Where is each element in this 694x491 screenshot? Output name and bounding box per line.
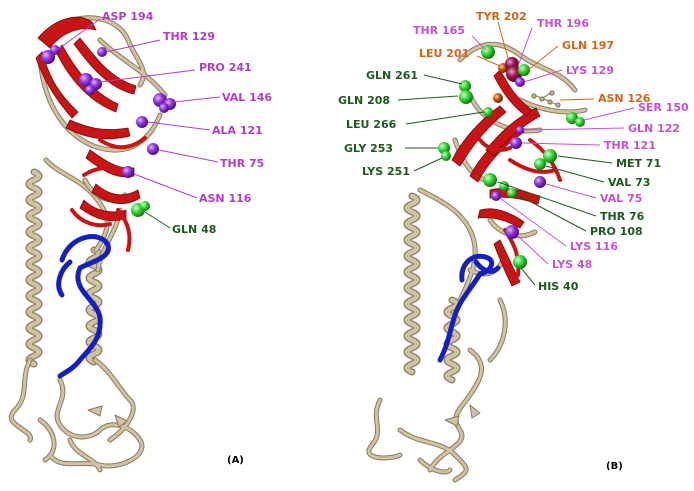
label-asp-194: ASP 194 [102,10,154,23]
sphere-gln-208 [459,90,473,104]
label-thr-76: THR 76 [600,210,645,223]
label-leu-266: LEU 266 [346,118,397,131]
sphere-ser-150 [575,117,585,127]
sphere-asn-116 [122,166,134,178]
sphere-asp-194 [50,45,60,55]
sphere-pro-241 [85,85,95,95]
label-gln-261: GLN 261 [366,69,418,82]
label-val-73: VAL 73 [608,176,650,189]
label-thr-75: THR 75 [220,157,264,170]
panel-a: ASP 194 THR 129 PRO 241 VAL 146 ALA 121 … [11,10,272,470]
panel-b-caption: (B) [606,461,623,472]
label-lys-116: LYS 116 [570,240,618,253]
sphere-gln-48 [140,201,150,211]
label-asn-116: ASN 116 [199,192,252,205]
label-tyr-202: TYR 202 [476,10,527,23]
sphere-lys-129 [515,77,525,87]
panel-a-blue-loop [59,237,109,376]
label-ser-150: SER 150 [638,101,689,114]
sphere-thr-121 [510,137,522,149]
sphere-val-73 [534,158,546,170]
sphere-ala-121 [136,116,148,128]
label-lys-251: LYS 251 [362,165,410,178]
label-gln-48: GLN 48 [172,223,216,236]
sphere-leu-266 [483,107,493,117]
sphere-thr-76 [483,173,497,187]
label-thr-196: THR 196 [537,17,589,30]
label-thr-129: THR 129 [163,30,215,43]
label-gln-197: GLN 197 [562,39,614,52]
label-lys-129: LYS 129 [566,64,614,77]
sphere-thr-75 [147,143,159,155]
sphere-val-146 [159,103,169,113]
label-thr-165: THR 165 [413,24,465,37]
label-gln-122: GLN 122 [628,122,680,135]
label-met-71: MET 71 [616,157,661,170]
sphere-lys-251 [441,151,451,161]
sphere-pro-108 [507,188,517,198]
sphere-gln-122 [516,126,524,134]
label-ala-121: ALA 121 [212,124,263,137]
panel-a-stalk-ribbon [11,160,142,470]
panel-a-caption: (A) [227,455,244,466]
sphere-thr-129 [97,47,107,57]
label-his-40: HIS 40 [538,280,579,293]
sphere-his-40 [513,255,527,269]
label-val-146: VAL 146 [222,91,272,104]
panel-b-stalk-ribbon [369,190,505,480]
sphere-asn-126 [493,93,503,103]
label-leu-201: LEU 201 [419,47,469,60]
label-thr-121: THR 121 [604,139,656,152]
label-val-75: VAL 75 [600,192,642,205]
label-gly-253: GLY 253 [344,142,393,155]
sphere-lys-48 [505,225,519,239]
label-pro-241: PRO 241 [199,61,252,74]
label-lys-48: LYS 48 [552,258,592,271]
panel-b: THR 165 TYR 202 THR 196 LEU 201 GLN 197 … [338,10,689,480]
sphere-val-75 [534,176,546,188]
label-gln-208: GLN 208 [338,94,390,107]
label-pro-108: PRO 108 [590,225,643,238]
sphere-lys-116 [491,191,501,201]
